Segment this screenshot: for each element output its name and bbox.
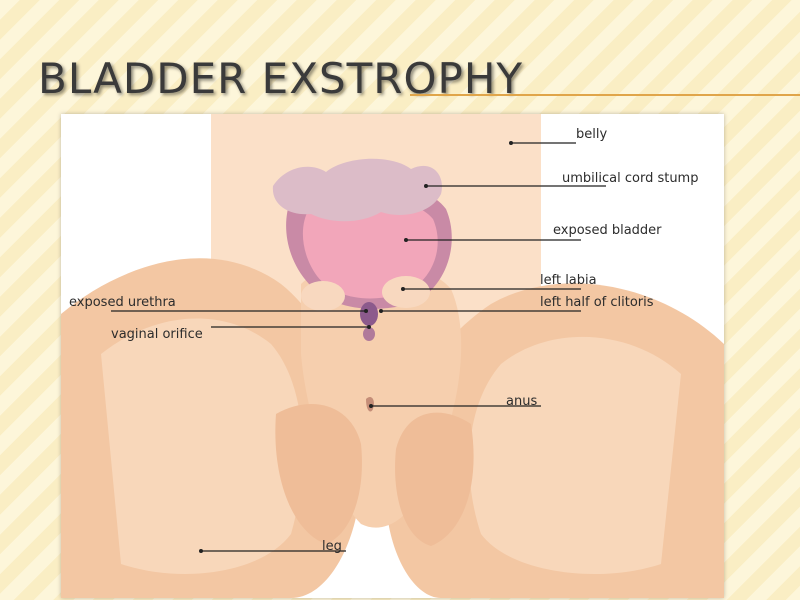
left-labia-shape bbox=[382, 276, 430, 308]
right-labia-shape bbox=[301, 281, 345, 311]
umbilical-shape bbox=[272, 158, 442, 222]
left-buttock bbox=[395, 412, 474, 546]
leader-lines bbox=[111, 142, 606, 552]
label-left-half-of-clitoris: left half of clitoris bbox=[540, 295, 654, 310]
right-thigh-highlight bbox=[101, 318, 303, 574]
label-exposed-bladder: exposed bladder bbox=[553, 223, 662, 238]
anus-shape bbox=[366, 397, 374, 412]
label-belly: belly bbox=[576, 127, 608, 142]
title-underline bbox=[410, 94, 800, 96]
diagram-frame bbox=[61, 114, 724, 598]
bladder-shape bbox=[302, 197, 438, 299]
label-anus: anus bbox=[506, 394, 538, 409]
leader-dots bbox=[199, 141, 513, 553]
label-vaginal-orifice: vaginal orifice bbox=[111, 327, 203, 342]
right-buttock bbox=[275, 404, 362, 544]
label-exposed-urethra: exposed urethra bbox=[69, 295, 176, 310]
vaginal-shape bbox=[363, 327, 375, 341]
left-thigh-highlight bbox=[469, 336, 681, 574]
anatomy-illustration bbox=[61, 114, 724, 598]
label-left-labia: left labia bbox=[540, 273, 597, 288]
label-umbilical-cord-stump: umbilical cord stump bbox=[562, 171, 699, 186]
label-leg: leg bbox=[322, 539, 342, 554]
urethra-shape bbox=[360, 302, 378, 326]
